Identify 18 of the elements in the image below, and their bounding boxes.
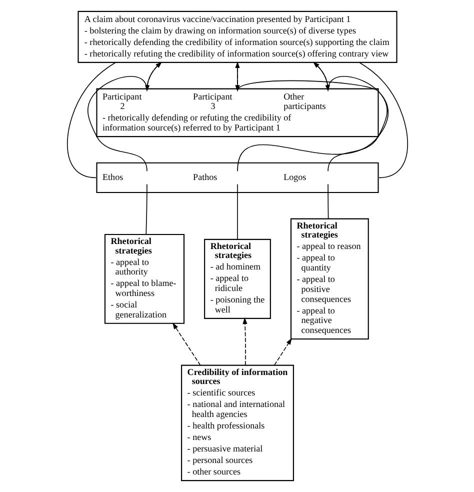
connector [327, 76, 387, 172]
node-box: Rhetorical strategies - ad hominem - appeal to ridicule - poisoning the well [204, 238, 270, 319]
node-box: Credibility of information sources - scientific sources - national and international health agencies - health professionals - news - persuasive material - personal sources - other sources [180, 364, 294, 482]
connector [236, 80, 388, 172]
node-box: Rhetorical strategies - appeal to authority - appeal to blame-worthiness - social generalization [104, 234, 184, 324]
connector [236, 184, 238, 240]
node-box: A claim about coronavirus vaccine/vaccination presented by Participant 1 - bolstering the claim by drawing on information source(s) of diverse types - rhetorically defending the credibility of information source(s) supporting the claim - rhetorically refuting the credibility of information source(s) offering contrary view [77, 10, 397, 63]
arrow [273, 338, 292, 366]
connector [327, 184, 328, 220]
arrow [172, 322, 200, 366]
connector [66, 62, 116, 178]
node-box: Ethos Pathos Logos [96, 162, 378, 194]
connector [87, 76, 147, 172]
node-box: Rhetorical strategies - appeal to reason - appeal to quantity - appeal to positive consequences - appeal to negative consequences [290, 218, 368, 340]
connector [358, 62, 408, 178]
arrow [242, 317, 247, 366]
node-box: Participant 2 Participant 3 Other participants - rhetorically defending or refuting the credibility of information source(s) referred to by Participant 1 [96, 88, 378, 138]
connector [145, 184, 147, 235]
